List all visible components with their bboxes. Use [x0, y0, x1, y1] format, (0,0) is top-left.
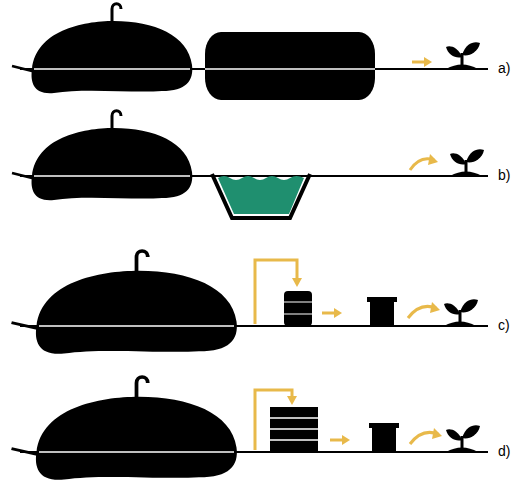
row-label: d) [498, 444, 510, 458]
row-label: a) [498, 61, 510, 75]
row-label: b) [498, 168, 510, 182]
row-label: c) [498, 318, 510, 332]
